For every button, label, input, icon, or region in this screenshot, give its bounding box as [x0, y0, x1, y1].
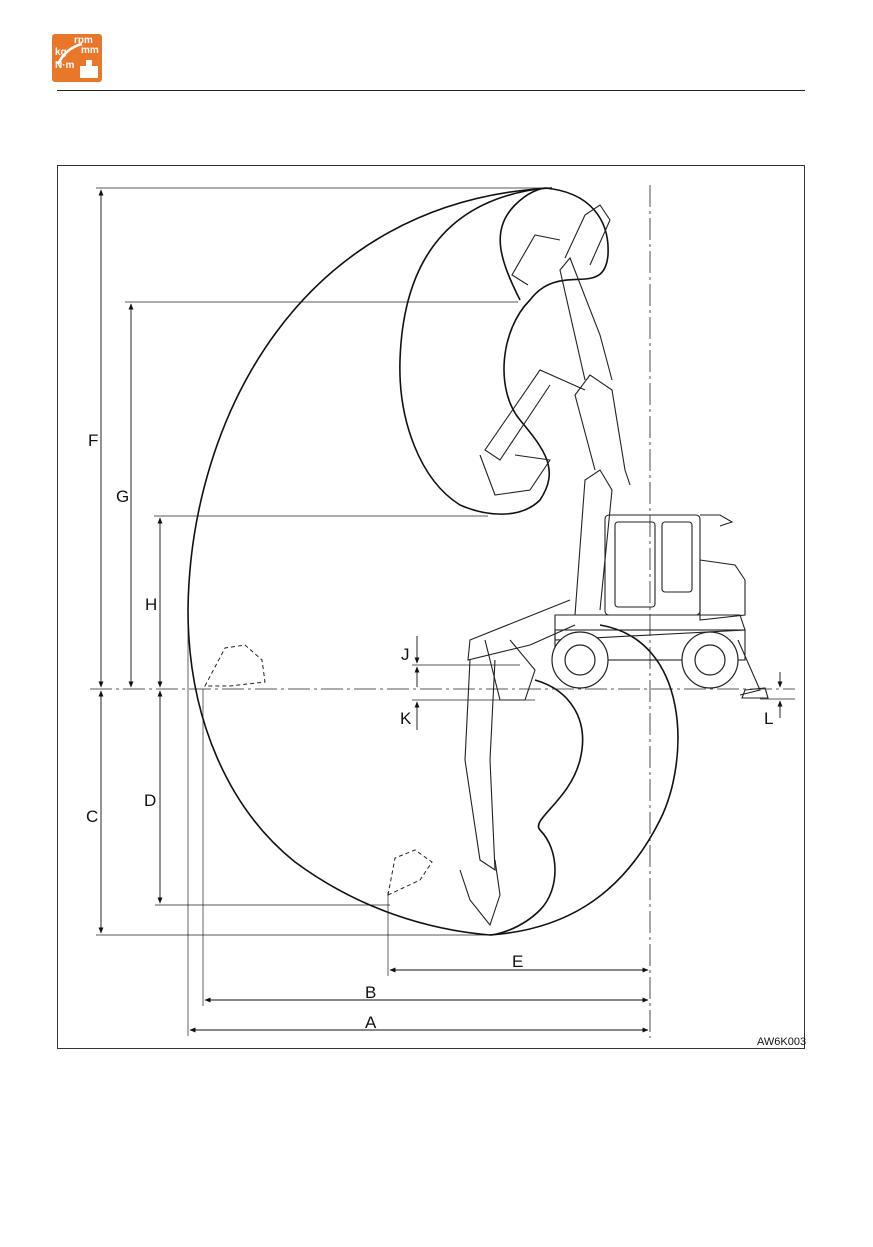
label-B: B — [365, 983, 376, 1002]
center-lines — [90, 185, 795, 1038]
label-D: D — [144, 791, 156, 810]
label-G: G — [116, 487, 129, 506]
label-A: A — [365, 1013, 377, 1032]
boom-arm-upper — [480, 205, 630, 615]
upper-arc-curve — [400, 188, 608, 514]
label-E: E — [512, 952, 523, 971]
front-wheel — [552, 632, 608, 688]
boom-lower — [575, 470, 612, 615]
arm-mid — [485, 370, 585, 460]
rear-outrigger — [738, 640, 760, 695]
beacon — [700, 515, 732, 526]
bucket-ghosts — [205, 645, 432, 895]
figure-code: AW6K003 — [757, 1036, 806, 1048]
label-C: C — [86, 807, 98, 826]
bucket-mid — [480, 455, 550, 495]
bucket-ghost-deep — [388, 850, 432, 895]
cab — [605, 515, 700, 615]
lower-inner-curve — [490, 680, 583, 935]
bucket-link-top — [512, 235, 560, 285]
boom-upper — [575, 375, 630, 485]
rear-wheel — [682, 632, 738, 688]
label-K: K — [400, 709, 412, 728]
cab-door-window — [615, 522, 655, 607]
bucket-curl — [485, 640, 535, 700]
engine-hood — [700, 560, 745, 620]
arm-vertical — [560, 258, 612, 380]
label-H: H — [145, 595, 157, 614]
extension-lines — [96, 188, 795, 1036]
outer-reach-curve — [188, 188, 552, 935]
bucket-ghost-ground — [205, 645, 265, 686]
label-J: J — [401, 645, 410, 664]
arm-down — [465, 660, 495, 870]
bucket-top — [565, 205, 610, 265]
label-L: L — [764, 709, 773, 728]
cab-rear-window — [662, 522, 692, 592]
label-F: F — [88, 431, 98, 450]
